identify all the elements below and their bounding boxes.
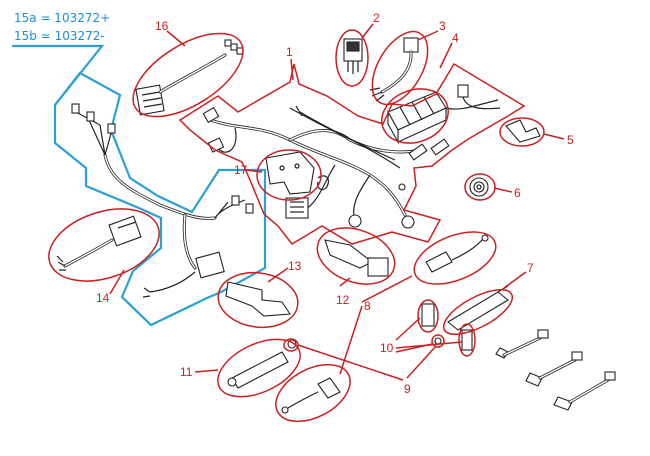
callout-14: 14: [96, 291, 110, 305]
part-9-drawing: [281, 377, 341, 414]
part-11-drawing: [227, 339, 297, 389]
callout-11: 11: [180, 365, 193, 379]
callout-6: 6: [514, 186, 521, 200]
callout-5: 5: [567, 133, 574, 147]
callout-3: 3: [439, 19, 446, 33]
callout-10: 10: [380, 341, 394, 355]
callout-2: 2: [373, 11, 380, 25]
part-3-drawing: [369, 37, 419, 102]
part-2-drawing: [343, 38, 363, 74]
callout-outlines: [48, 29, 545, 423]
main-harness-drawing: [202, 105, 450, 229]
callout-leader-lines: [109, 23, 565, 381]
callout-17: 17: [234, 163, 248, 177]
part-5-drawing: [505, 119, 541, 143]
loose-cables-drawing: [495, 329, 616, 411]
callout-1: 1: [286, 45, 293, 59]
callout-4: 4: [452, 31, 459, 45]
legend-line-15b: 15b = 103272-: [14, 29, 105, 43]
part-12-drawing: [324, 239, 389, 277]
callout-16: 16: [155, 19, 169, 33]
part-17-drawing: [265, 151, 330, 195]
callout-13: 13: [288, 259, 302, 273]
part-8-drawing: [425, 234, 489, 273]
part-6-drawing: [469, 177, 489, 197]
harness-15-outline: [12, 44, 267, 327]
part-4-drawing: [387, 84, 501, 145]
callout-7: 7: [527, 261, 534, 275]
callout-9: 9: [404, 382, 411, 396]
part-7-drawing: [421, 285, 509, 351]
part-14-drawing: [56, 215, 142, 271]
part-16-drawing: [135, 39, 244, 116]
harness-15-drawing: [71, 103, 254, 298]
callout-numbers: 1 2 3 4 5 6 7 8 9 10 11 12 13 14 16 17: [96, 11, 574, 396]
callout-12: 12: [336, 293, 350, 307]
part-13-drawing: [225, 281, 291, 317]
callout-8: 8: [364, 299, 371, 313]
legend-line-15a: 15a = 103272+: [14, 11, 111, 25]
